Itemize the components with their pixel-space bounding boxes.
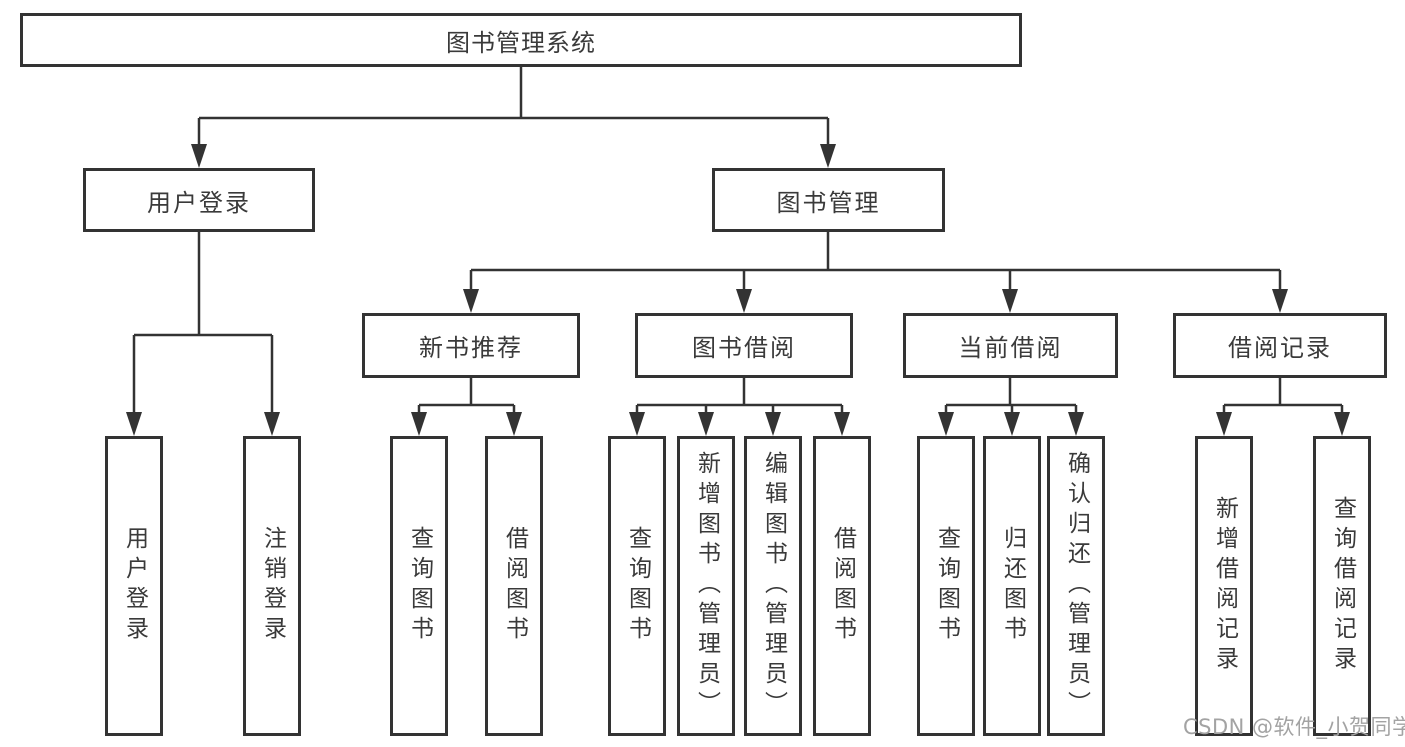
leaf-add-borrow-record: 新增借阅记录 (1195, 436, 1253, 736)
leaf-borrow-book: 借阅图书 (485, 436, 543, 736)
node-current-borrow: 当前借阅 (903, 313, 1118, 378)
node-label: 用户登录 (147, 188, 251, 217)
leaf-user-login: 用户登录 (105, 436, 163, 736)
node-new-book-recommend: 新书推荐 (362, 313, 580, 378)
leaf-confirm-return-admin: 确认归还（管理员） (1047, 436, 1105, 736)
node-label: 当前借阅 (958, 334, 1063, 362)
node-book-borrow: 图书借阅 (635, 313, 853, 378)
node-borrow-record: 借阅记录 (1173, 313, 1387, 378)
leaf-return-book: 归还图书 (983, 436, 1041, 736)
leaf-query-book: 查询图书 (608, 436, 666, 736)
leaf-label: 新增图书（管理员） (693, 451, 720, 721)
leaf-label: 新增借阅记录 (1211, 496, 1238, 676)
arrowheads (126, 144, 1350, 436)
leaf-label: 用户登录 (121, 526, 148, 646)
node-root-system: 图书管理系统 (20, 13, 1022, 67)
node-label: 图书管理系统 (446, 28, 596, 57)
leaf-add-book-admin: 新增图书（管理员） (677, 436, 735, 736)
leaf-label: 查询借阅记录 (1329, 496, 1356, 676)
csdn-watermark: CSDN @软件_小贺同学 (1183, 715, 1405, 739)
leaf-label: 编辑图书（管理员） (760, 451, 787, 721)
leaf-query-book: 查询图书 (917, 436, 975, 736)
node-book-management: 图书管理 (712, 168, 945, 232)
leaf-edit-book-admin: 编辑图书（管理员） (744, 436, 802, 736)
node-user-login: 用户登录 (83, 168, 315, 232)
leaf-label: 归还图书 (999, 526, 1026, 646)
node-label: 新书推荐 (419, 334, 523, 362)
leaf-label: 查询图书 (624, 526, 651, 646)
leaf-label: 注销登录 (259, 526, 286, 646)
node-label: 图书借阅 (692, 334, 796, 362)
leaf-query-book: 查询图书 (390, 436, 448, 736)
leaf-borrow-book: 借阅图书 (813, 436, 871, 736)
leaf-label: 借阅图书 (501, 526, 528, 646)
leaf-label: 借阅图书 (829, 526, 856, 646)
leaf-logout: 注销登录 (243, 436, 301, 736)
leaf-label: 确认归还（管理员） (1063, 451, 1090, 721)
leaf-label: 查询图书 (406, 526, 433, 646)
node-label: 图书管理 (776, 188, 881, 217)
node-label: 借阅记录 (1228, 334, 1332, 362)
leaf-label: 查询图书 (933, 526, 960, 646)
leaf-query-borrow-record: 查询借阅记录 (1313, 436, 1371, 736)
